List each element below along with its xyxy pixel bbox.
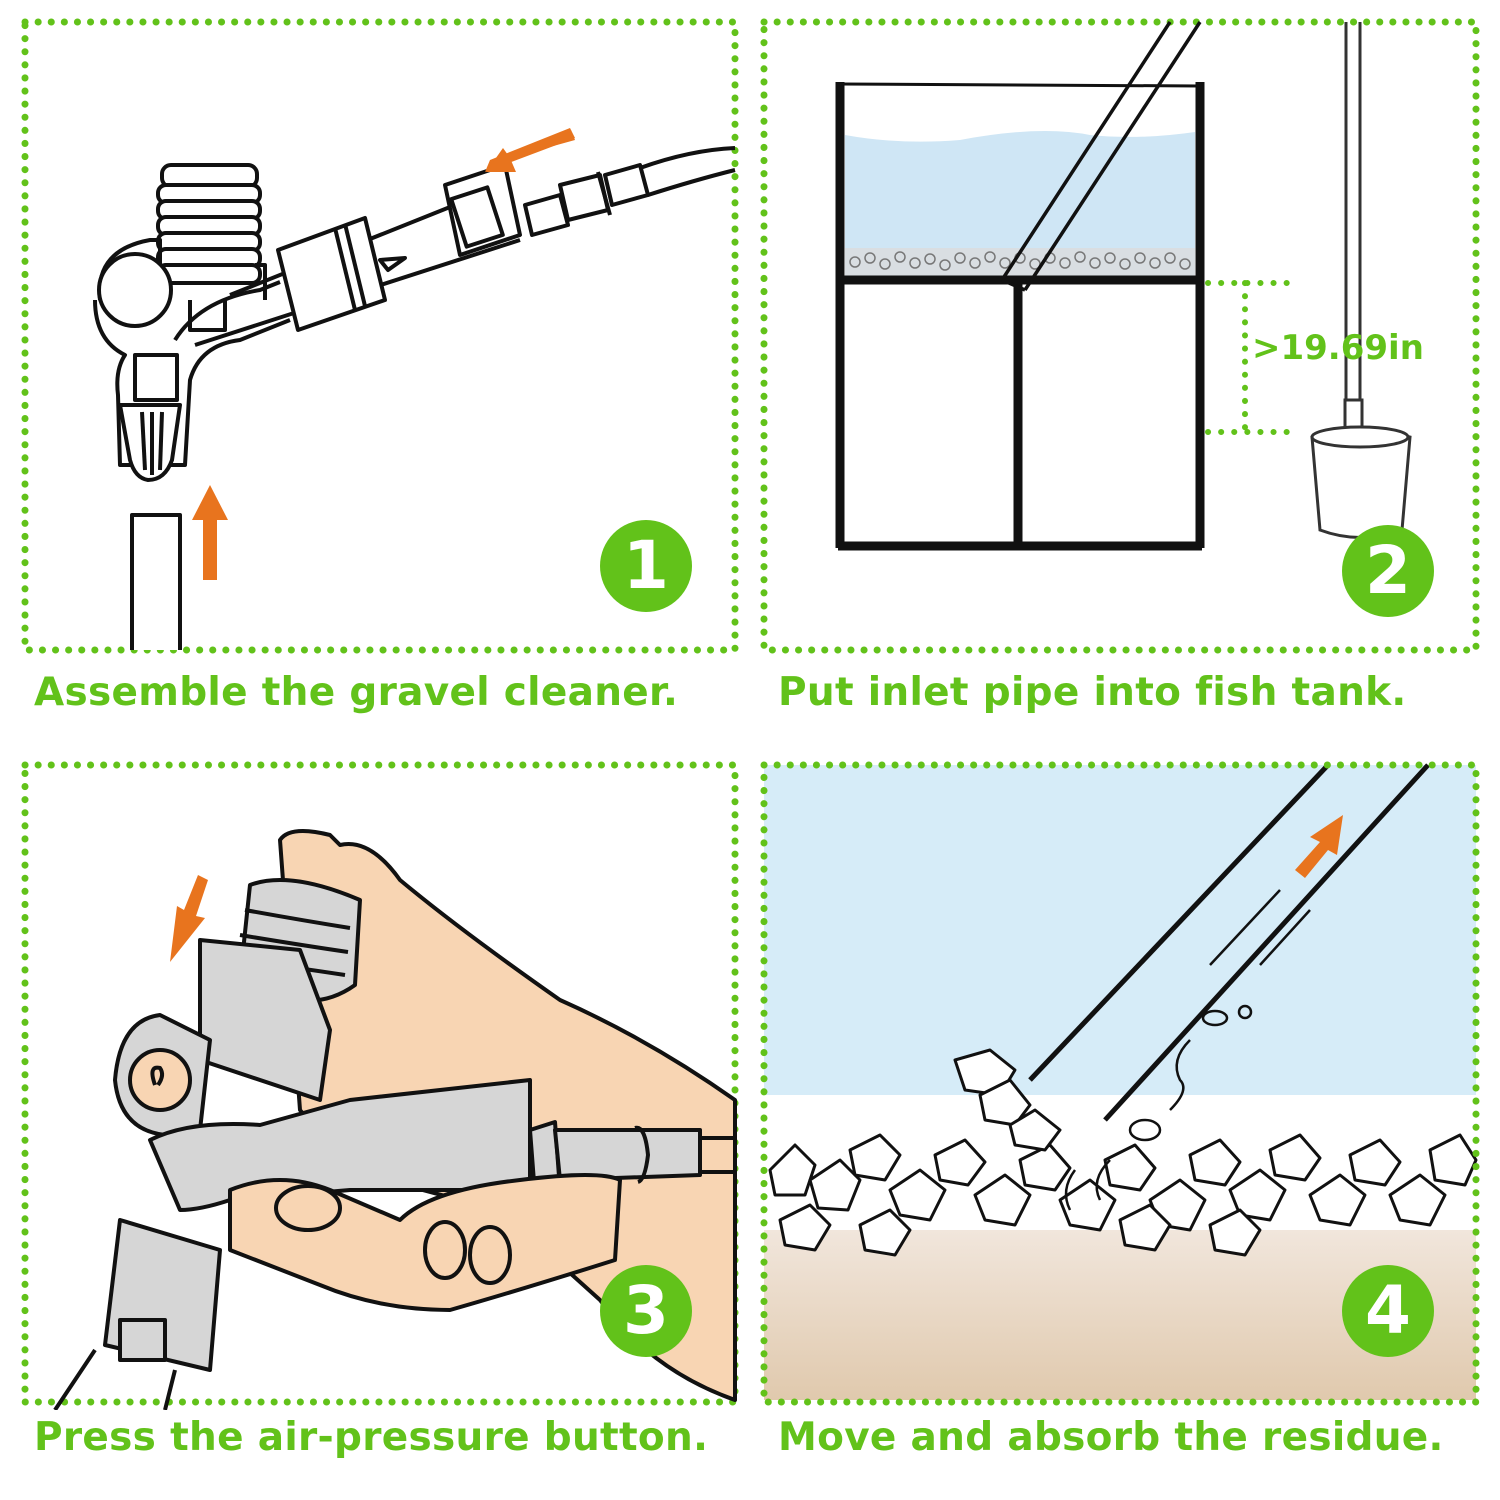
fish-tank-icon xyxy=(760,18,1480,654)
gravel-cleaner-icon xyxy=(21,18,739,654)
step-badge: 3 xyxy=(600,1265,692,1357)
height-measurement-label: >19.69in xyxy=(1252,328,1424,368)
step-caption: Put inlet pipe into fish tank. xyxy=(778,670,1407,715)
step-3-panel: 3 xyxy=(0,750,760,1410)
step-4-panel: 4 xyxy=(760,750,1500,1410)
step-badge: 2 xyxy=(1342,525,1434,617)
hand-icon xyxy=(21,761,739,1410)
measurement-bracket xyxy=(1205,280,1291,435)
step-2-panel: >19.69in 2 xyxy=(760,0,1500,660)
step-caption: Press the air-pressure button. xyxy=(34,1415,709,1460)
arrow-down-icon xyxy=(170,875,208,962)
pipe-icon xyxy=(1028,763,1430,1122)
bucket-icon xyxy=(1310,22,1412,539)
step-1-panel: 1 xyxy=(0,0,760,660)
step-caption: Move and absorb the residue. xyxy=(778,1415,1444,1460)
arrow-up-right-icon xyxy=(1295,815,1343,878)
step-badge: 4 xyxy=(1342,1265,1434,1357)
arrow-up-icon xyxy=(192,485,228,580)
step-badge: 1 xyxy=(600,520,692,612)
step-caption: Assemble the gravel cleaner. xyxy=(34,670,679,715)
